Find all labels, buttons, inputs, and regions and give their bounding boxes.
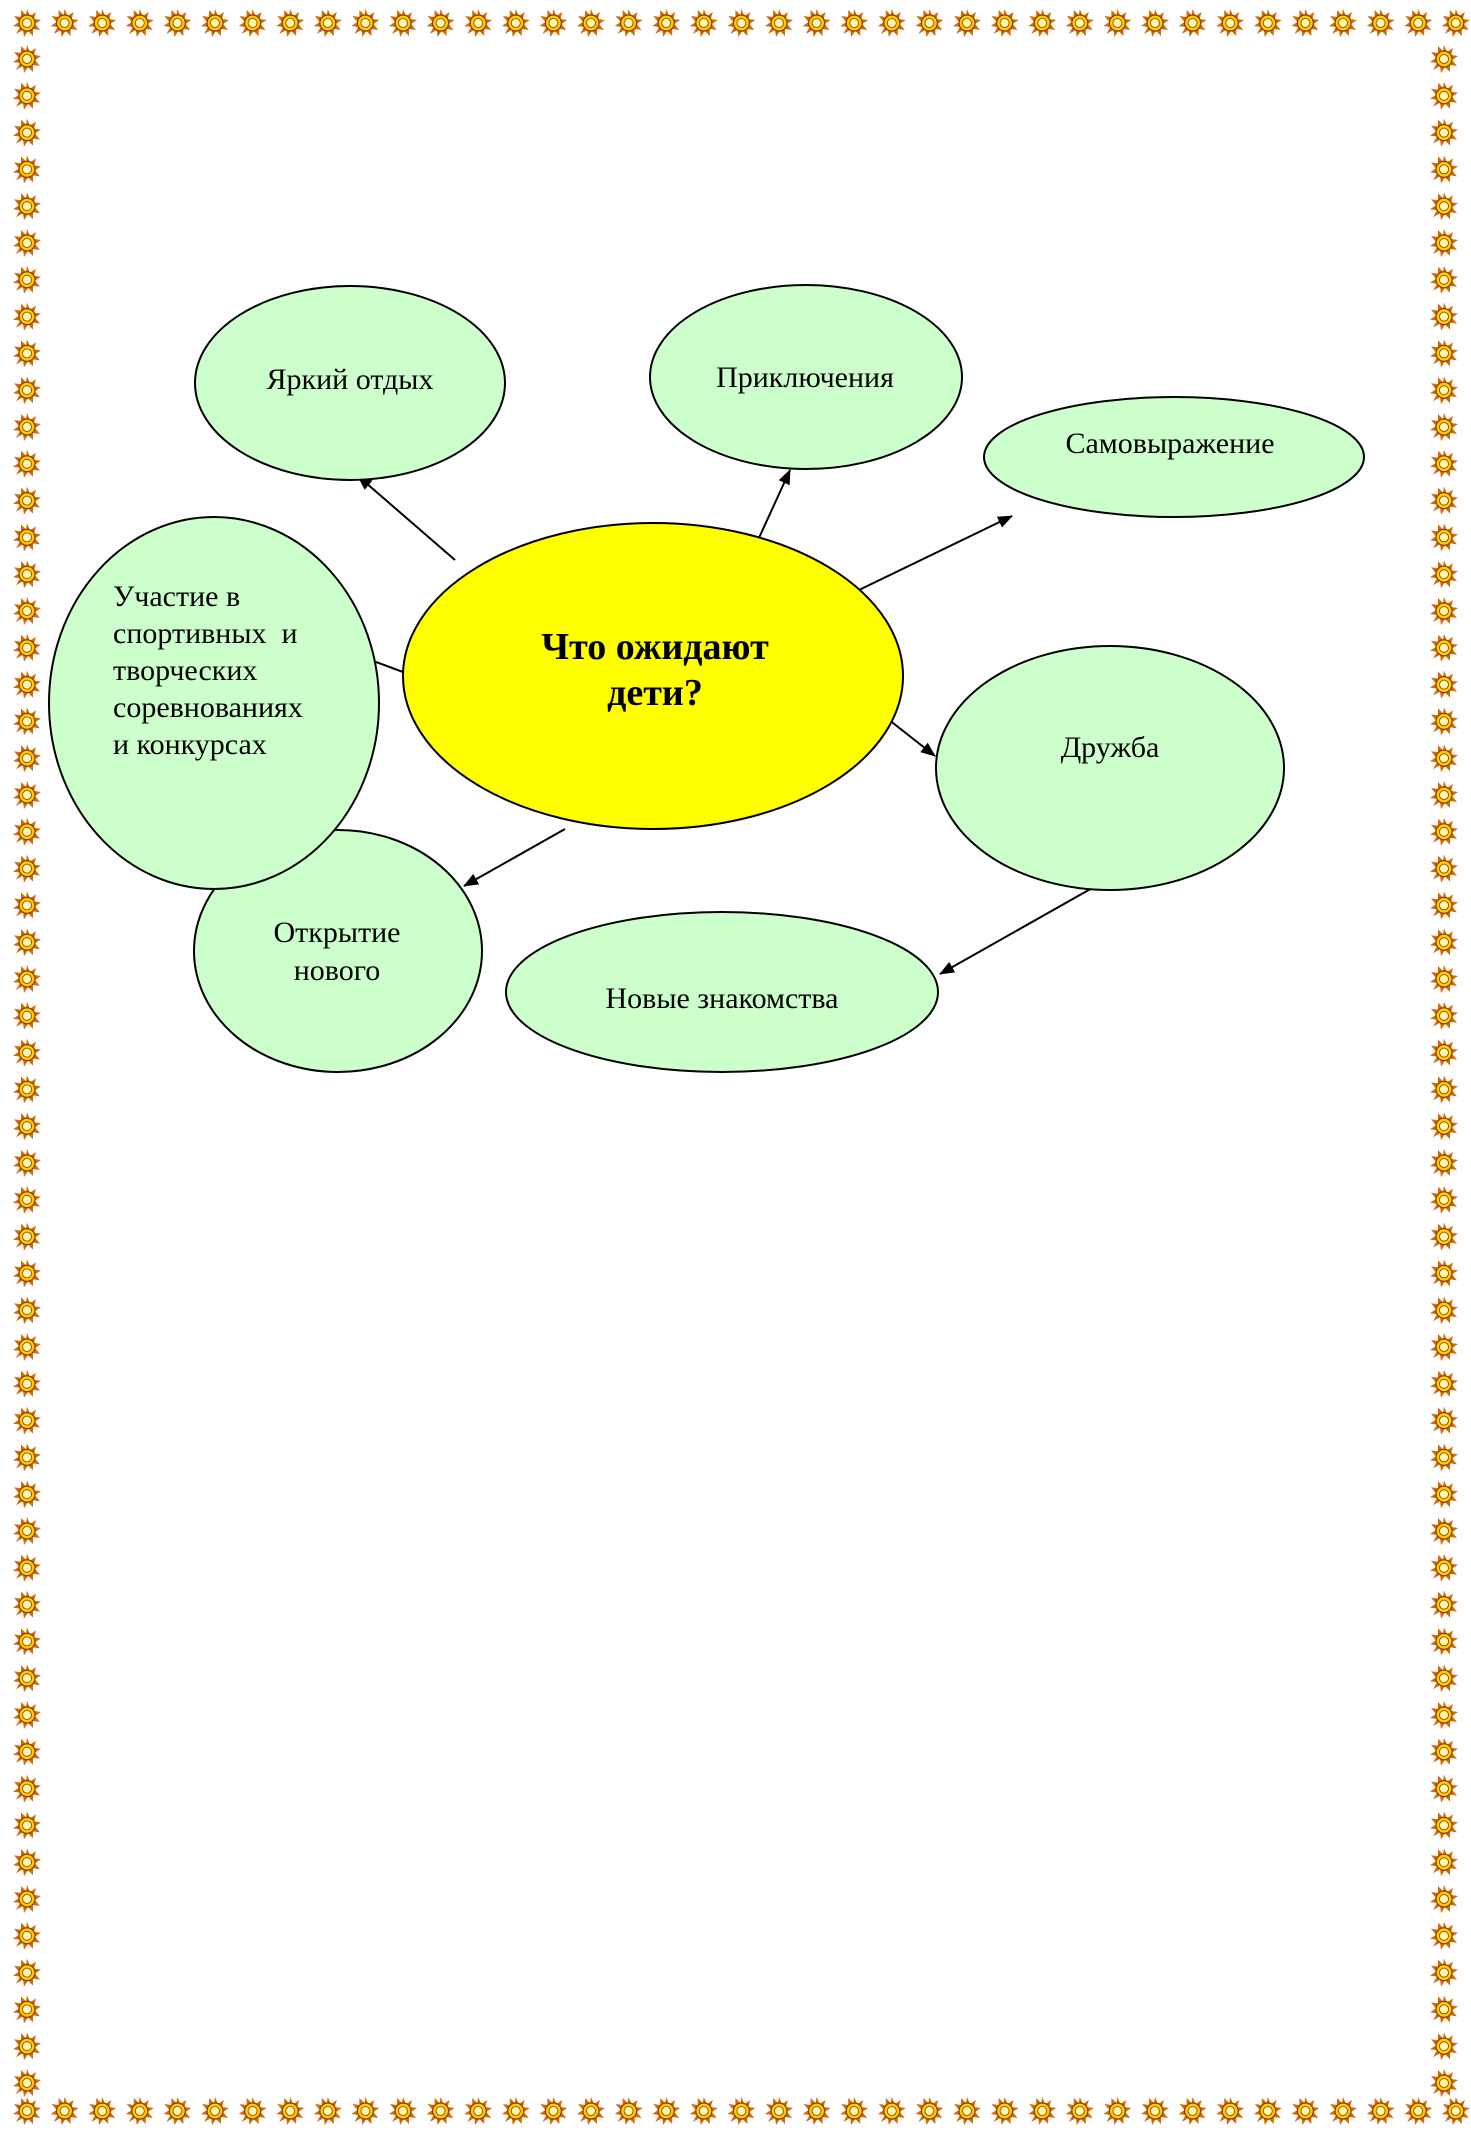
arrow-to-new-acquaintances <box>939 886 1095 975</box>
center-node <box>402 522 904 830</box>
arrow-to-bright-rest <box>357 475 456 561</box>
node-friendship <box>935 645 1285 891</box>
node-new-acquaintances <box>505 911 939 1073</box>
node-participation <box>48 516 380 890</box>
node-adventures <box>649 284 963 470</box>
node-discovery <box>193 829 483 1073</box>
node-self-expression <box>983 396 1365 518</box>
arrow-to-discovery <box>463 828 566 887</box>
node-bright-rest <box>194 285 506 481</box>
connector-to-participation <box>375 661 404 673</box>
